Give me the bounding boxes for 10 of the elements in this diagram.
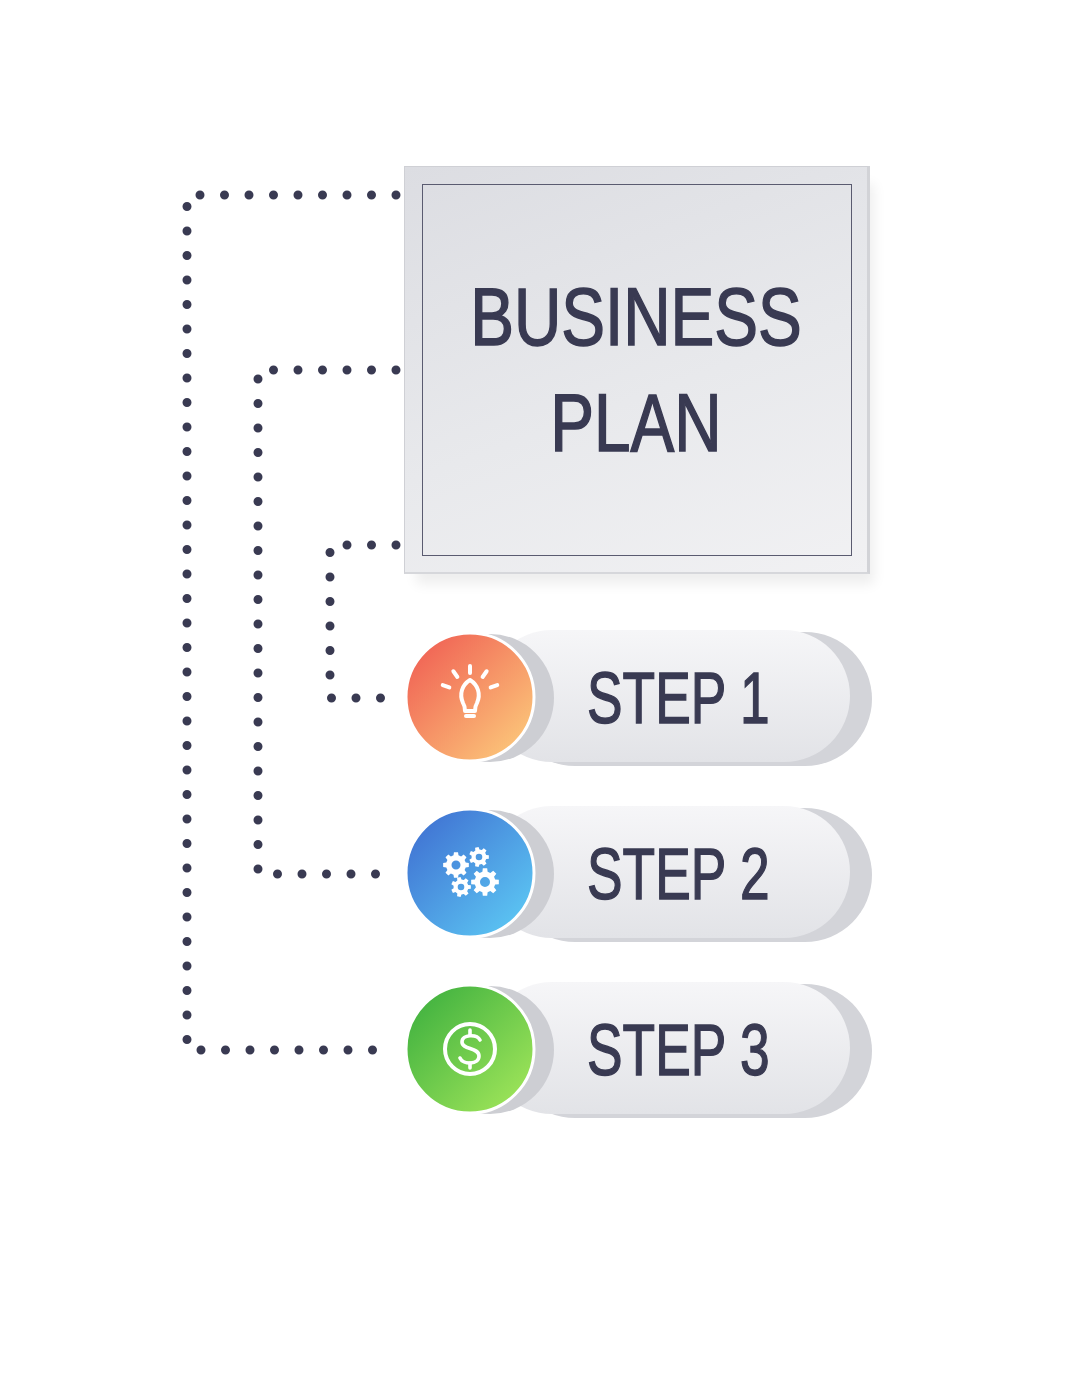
dotted-connector: [325, 540, 401, 703]
step-label: STEP 3: [586, 1010, 770, 1090]
step-pill: [404, 806, 872, 942]
card-title: BUSINESS PLAN: [469, 269, 803, 470]
dotted-connector: [182, 190, 401, 1055]
step-label: STEP 1: [586, 658, 770, 738]
title-card: [404, 166, 870, 574]
step-pill: [404, 982, 872, 1118]
step-pill: [404, 630, 872, 766]
step-label: STEP 2: [586, 834, 770, 914]
